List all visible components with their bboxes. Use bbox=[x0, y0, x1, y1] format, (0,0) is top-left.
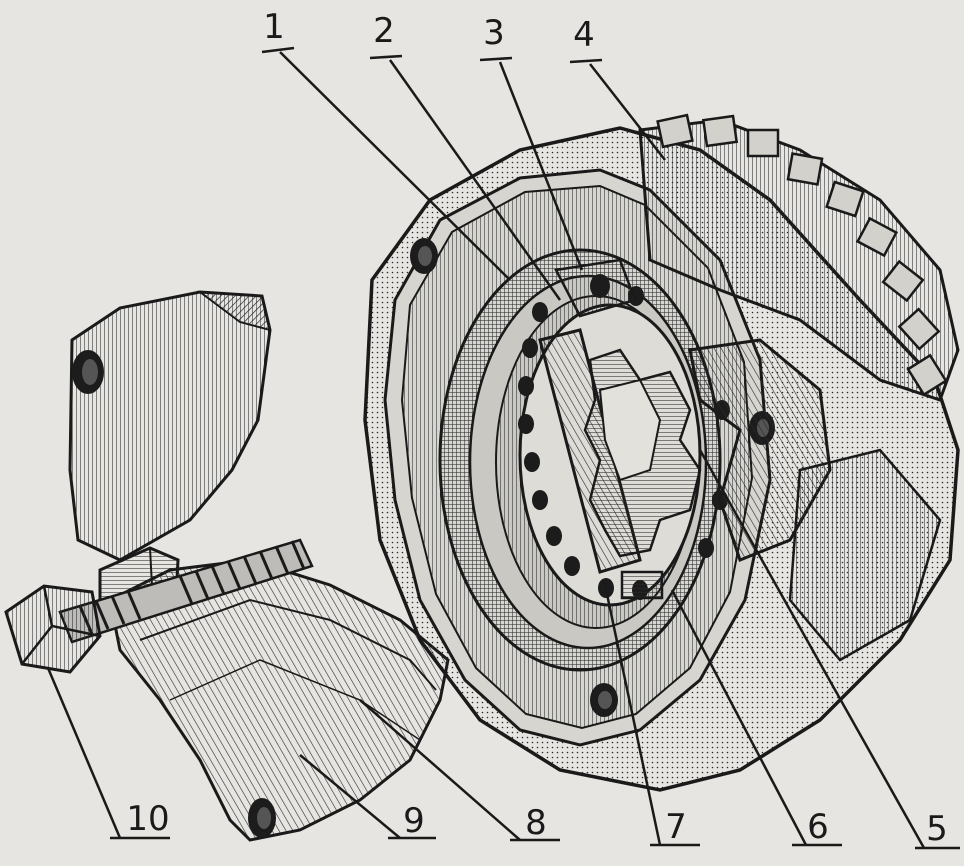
leader-10 bbox=[46, 667, 122, 839]
underline-4 bbox=[569, 58, 603, 64]
bolt-head bbox=[4, 584, 102, 674]
underline-1 bbox=[261, 46, 295, 54]
leader-5 bbox=[698, 449, 926, 849]
callout-8: 8 bbox=[525, 803, 547, 843]
underline-3 bbox=[479, 56, 513, 62]
callout-10: 10 bbox=[126, 799, 170, 839]
callout-4: 4 bbox=[573, 15, 595, 55]
leader-6 bbox=[670, 589, 808, 846]
callout-6: 6 bbox=[807, 807, 829, 847]
callout-3: 3 bbox=[483, 13, 505, 53]
callout-7: 7 bbox=[665, 807, 687, 847]
leader-7 bbox=[602, 579, 662, 846]
underline-2 bbox=[369, 54, 403, 60]
leader-8 bbox=[359, 699, 521, 841]
callout-9: 9 bbox=[403, 801, 425, 841]
callout-2: 2 bbox=[373, 11, 395, 51]
leader-2 bbox=[388, 59, 562, 301]
leader-9 bbox=[299, 754, 401, 839]
leader-lines bbox=[46, 46, 960, 850]
drive-gear bbox=[638, 113, 960, 402]
callout-1: 1 bbox=[263, 7, 285, 47]
leader-1 bbox=[279, 51, 511, 281]
leader-3 bbox=[498, 61, 584, 271]
pump-housing bbox=[363, 113, 960, 792]
leader-4 bbox=[589, 63, 666, 161]
callout-5: 5 bbox=[926, 809, 948, 849]
cover-bracket bbox=[4, 290, 450, 842]
